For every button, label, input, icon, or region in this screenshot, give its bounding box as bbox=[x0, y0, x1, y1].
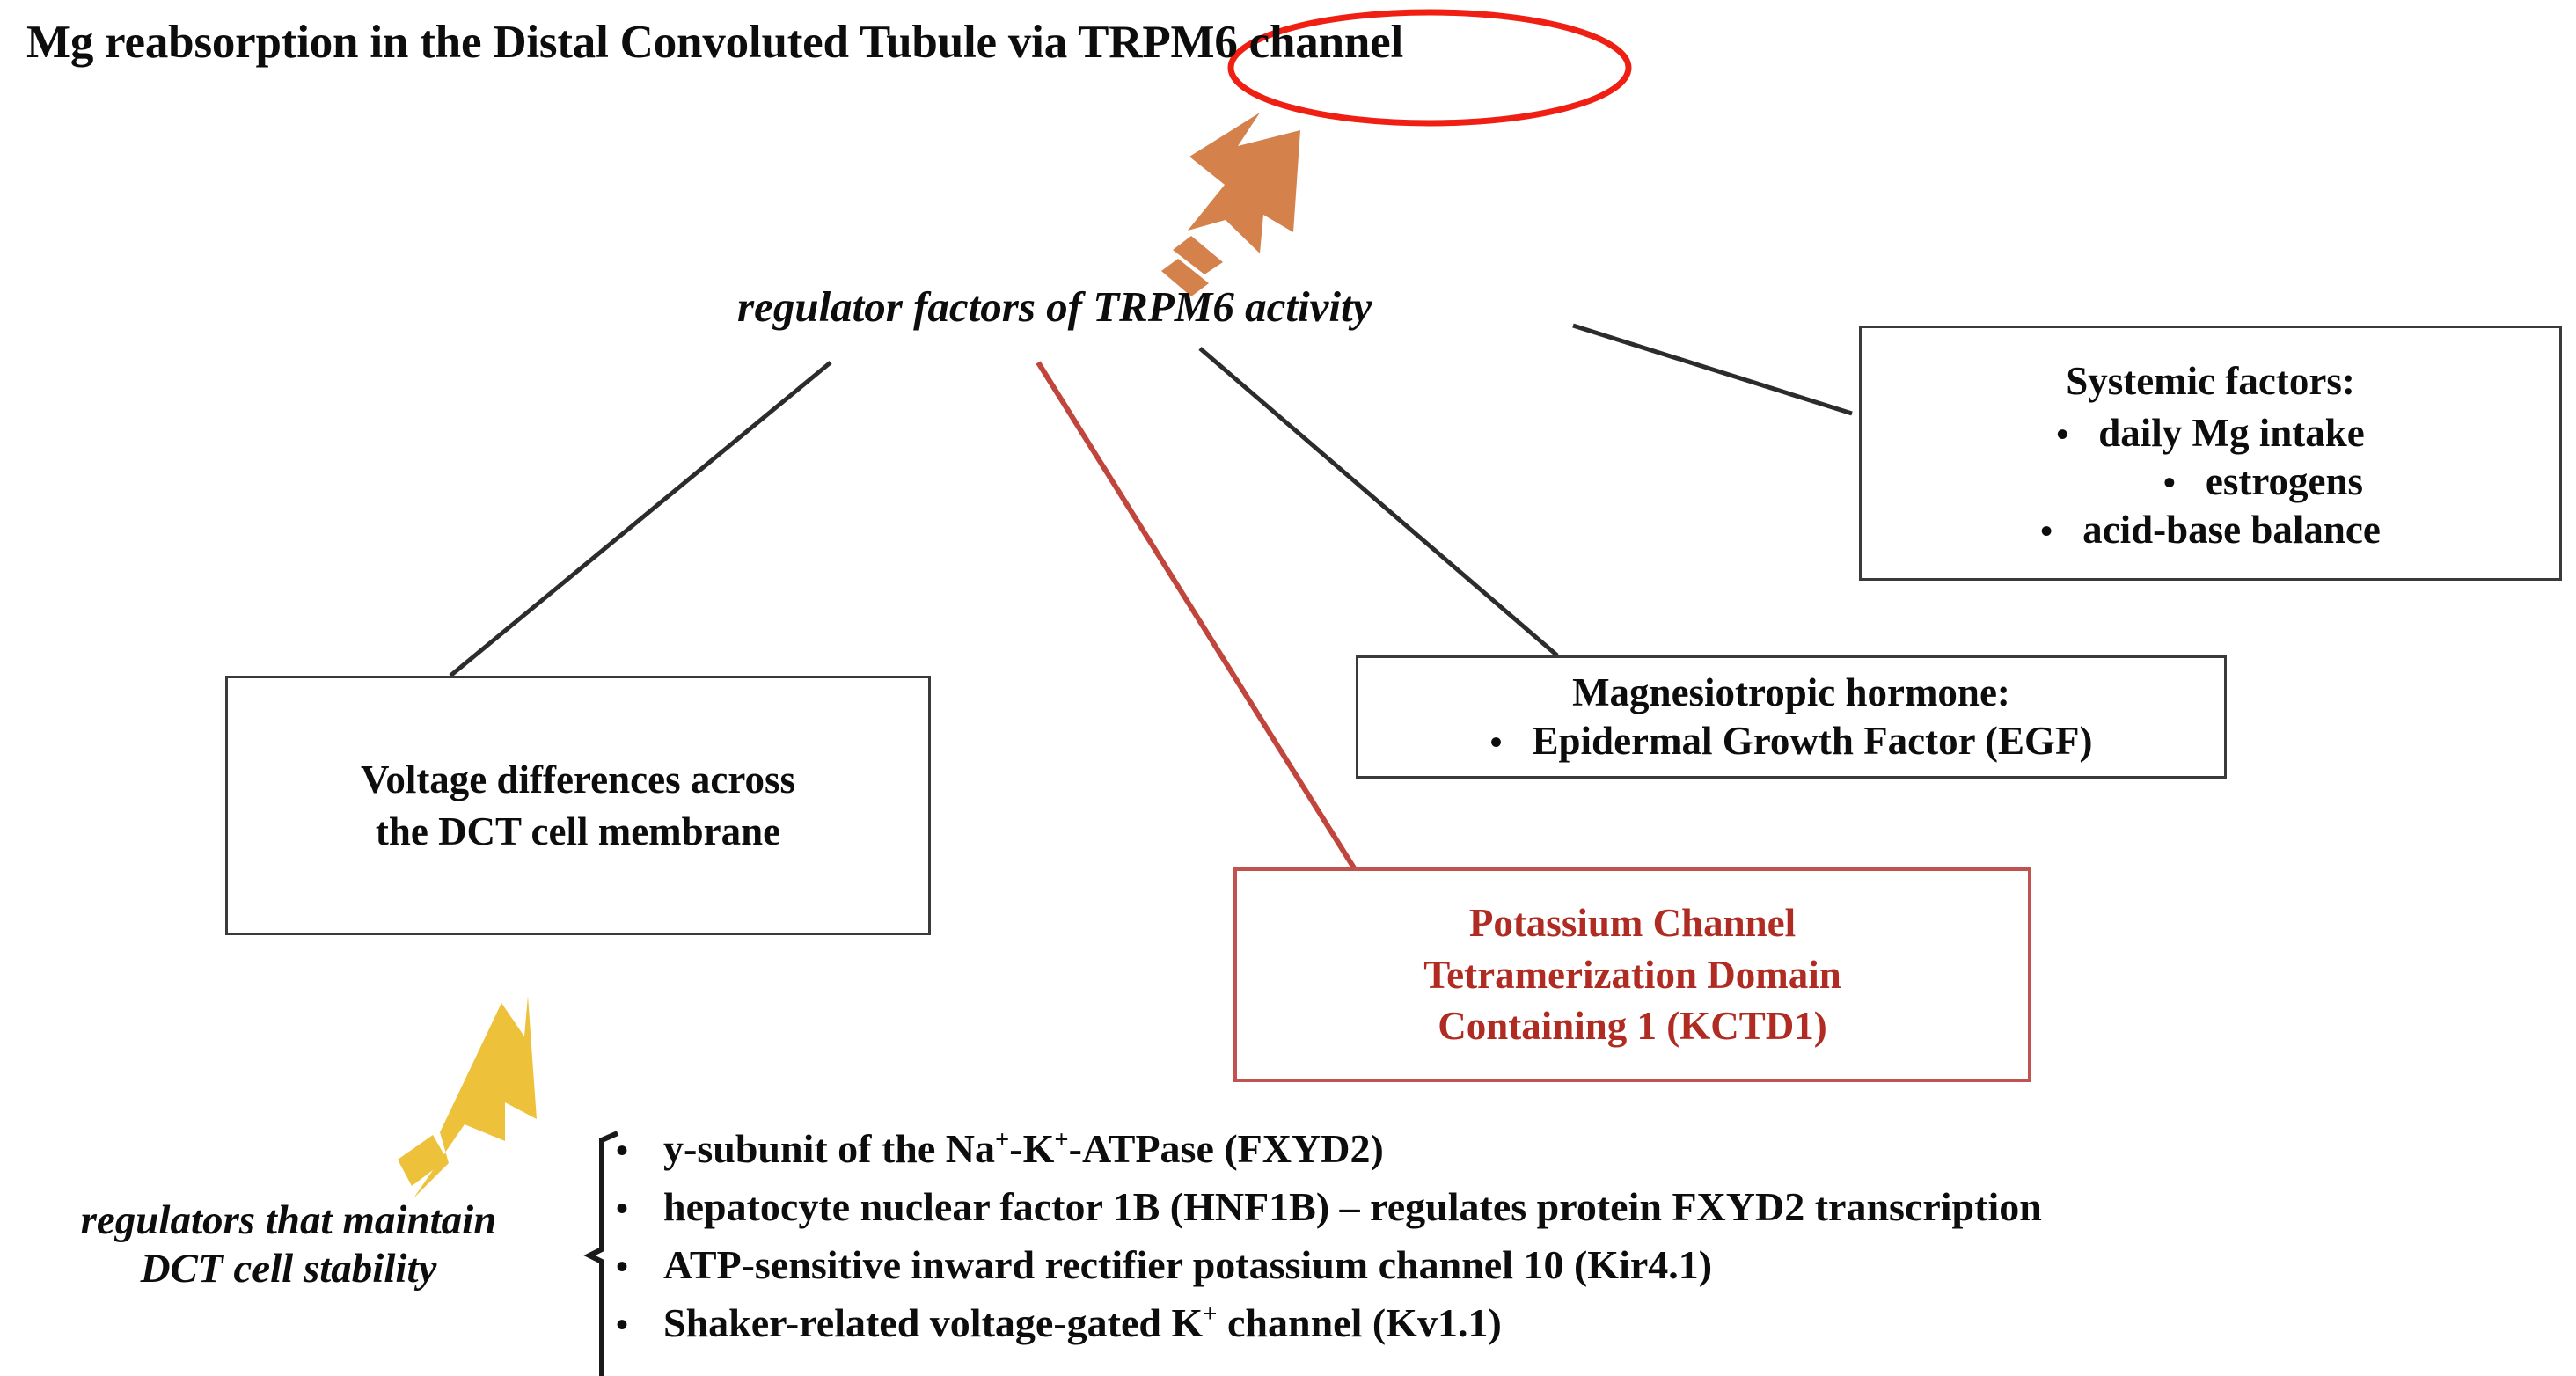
bullet-icon: • bbox=[616, 1247, 629, 1286]
voltage-differences-box: Voltage differences across the DCT cell … bbox=[225, 676, 931, 935]
dct-stability-label: regulators that maintain DCT cell stabil… bbox=[7, 1197, 570, 1292]
bullet-icon: • bbox=[1489, 722, 1503, 762]
systemic-bullet-2-label: estrogens bbox=[2205, 459, 2364, 503]
magnesiotropic-hormone-box: Magnesiotropic hormone: • Epidermal Grow… bbox=[1356, 655, 2227, 779]
bullet-icon: • bbox=[616, 1305, 629, 1344]
systemic-factors-heading: Systemic factors: bbox=[2066, 359, 2355, 404]
voltage-line-1: Voltage differences across bbox=[360, 758, 796, 801]
bullet-icon: • bbox=[2040, 510, 2053, 551]
connector-hub-to-hormone bbox=[1198, 347, 1559, 657]
kctd1-box: Potassium Channel Tetramerization Domain… bbox=[1233, 867, 2031, 1082]
list-item: • ATP-sensitive inward rectifier potassi… bbox=[616, 1245, 2411, 1285]
list-item: • hepatocyte nuclear factor 1B (HNF1B) –… bbox=[616, 1187, 2411, 1227]
dct-stability-line-1: regulators that maintain bbox=[80, 1197, 497, 1243]
list-item-label: Shaker-related voltage-gated K+ channel … bbox=[663, 1300, 1502, 1345]
connector-hub-to-systemic bbox=[1572, 323, 1853, 416]
bullet-icon: • bbox=[616, 1189, 629, 1228]
regulator-list: • y-subunit of the Na+-K+-ATPase (FXYD2)… bbox=[616, 1126, 2411, 1361]
hub-label: regulator factors of TRPM6 activity bbox=[737, 282, 1372, 331]
systemic-factors-box: Systemic factors: • daily Mg intake • es… bbox=[1859, 326, 2562, 581]
list-item-label: hepatocyte nuclear factor 1B (HNF1B) – r… bbox=[663, 1184, 2042, 1229]
list-item: • y-subunit of the Na+-K+-ATPase (FXYD2) bbox=[616, 1126, 2411, 1171]
hormone-heading: Magnesiotropic hormone: bbox=[1572, 670, 2010, 715]
list-item-label: ATP-sensitive inward rectifier potassium… bbox=[663, 1242, 1713, 1287]
list-item: • Shaker-related voltage-gated K+ channe… bbox=[616, 1300, 2411, 1345]
page-title: Mg reabsorption in the Distal Convoluted… bbox=[26, 17, 1403, 68]
connector-hub-to-kctd1 bbox=[1036, 361, 1365, 882]
bullet-icon: • bbox=[616, 1131, 629, 1170]
bullet-icon: • bbox=[2163, 463, 2176, 502]
kctd1-line-1: Potassium Channel bbox=[1468, 901, 1797, 946]
systemic-bullet-1-label: daily Mg intake bbox=[2098, 411, 2365, 456]
list-bracket bbox=[583, 1131, 619, 1376]
yellow-up-arrow-icon bbox=[398, 996, 537, 1198]
kctd1-line-3: Containing 1 (KCTD1) bbox=[1438, 1004, 1827, 1049]
systemic-bullet-3: • acid-base balance bbox=[2040, 506, 2381, 554]
hormone-bullet-1-label: Epidermal Growth Factor (EGF) bbox=[1532, 719, 2093, 763]
systemic-bullet-2: • estrogens bbox=[2058, 457, 2363, 506]
list-item-label: y-subunit of the Na+-K+-ATPase (FXYD2) bbox=[663, 1126, 1384, 1171]
systemic-bullet-3-label: acid-base balance bbox=[2082, 507, 2381, 552]
voltage-line-2: the DCT cell membrane bbox=[375, 809, 781, 853]
connector-hub-to-voltage bbox=[449, 361, 832, 677]
bullet-icon: • bbox=[2056, 414, 2069, 455]
hormone-bullet-1: • Epidermal Growth Factor (EGF) bbox=[1489, 717, 2092, 765]
kctd1-line-2: Tetramerization Domain bbox=[1423, 952, 1841, 997]
dct-stability-line-2: DCT cell stability bbox=[140, 1245, 437, 1292]
systemic-bullet-1: • daily Mg intake bbox=[2056, 409, 2365, 457]
orange-up-arrow-icon bbox=[1161, 113, 1300, 296]
